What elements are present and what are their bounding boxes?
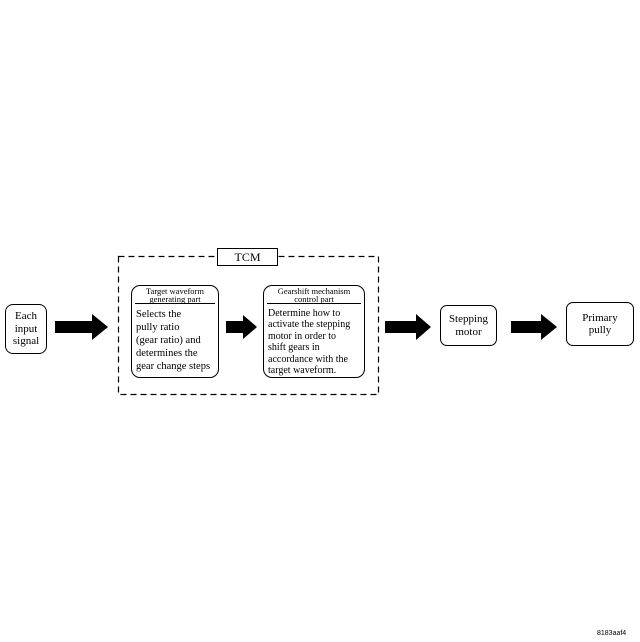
primary-pully-line: Primary bbox=[582, 311, 618, 324]
header-line: control part bbox=[294, 294, 334, 304]
body-line: activate the stepping bbox=[268, 319, 351, 331]
body-line: motor in order to bbox=[268, 330, 337, 342]
header-line: Gearshift mechanism bbox=[277, 286, 351, 296]
target-waveform-body: Selects the pully ratio (gear ratio) and… bbox=[132, 304, 218, 373]
primary-pully-line: pully bbox=[588, 324, 612, 336]
tcm-label: TCM bbox=[217, 248, 278, 266]
gearshift-control-header: Gearshift mechanism control part bbox=[267, 286, 361, 304]
body-line: (gear ratio) and bbox=[136, 335, 201, 346]
body-line: accordance with the bbox=[268, 353, 348, 365]
arrow-target-to-gearshift bbox=[226, 315, 257, 339]
arrow-input-to-target bbox=[55, 314, 108, 340]
arrow-tcm-to-stepping bbox=[385, 314, 431, 340]
body-line: Selects the bbox=[136, 309, 182, 320]
body-line: determines the bbox=[136, 348, 198, 359]
input-signal-line: Each bbox=[15, 310, 37, 323]
input-signal-box: Each input signal bbox=[5, 304, 47, 354]
header-line: Target waveform bbox=[145, 286, 204, 296]
input-signal-line: input bbox=[14, 322, 38, 335]
primary-pully-box: Primary pully bbox=[566, 302, 634, 346]
input-signal-line: signal bbox=[12, 335, 40, 348]
gearshift-control-body: Determine how to activate the stepping m… bbox=[264, 304, 364, 376]
target-waveform-header: Target waveform generating part bbox=[135, 286, 215, 304]
stepping-motor-line: motor bbox=[455, 325, 482, 338]
body-line: pully ratio bbox=[136, 322, 180, 333]
stepping-motor-box: Stepping motor bbox=[440, 305, 497, 346]
body-line: shift gears in bbox=[268, 342, 320, 354]
header-line: generating part bbox=[149, 294, 201, 304]
arrow-stepping-to-pully bbox=[511, 314, 557, 340]
body-line: target waveform. bbox=[268, 365, 337, 377]
target-waveform-box: Target waveform generating part Selects … bbox=[131, 285, 219, 378]
body-line: Determine how to bbox=[268, 308, 341, 319]
body-line: gear change steps bbox=[136, 361, 211, 372]
stepping-motor-line: Stepping bbox=[448, 313, 489, 325]
gearshift-control-box: Gearshift mechanism control part Determi… bbox=[263, 285, 365, 378]
image-code: 8183aaf4 bbox=[597, 630, 627, 637]
